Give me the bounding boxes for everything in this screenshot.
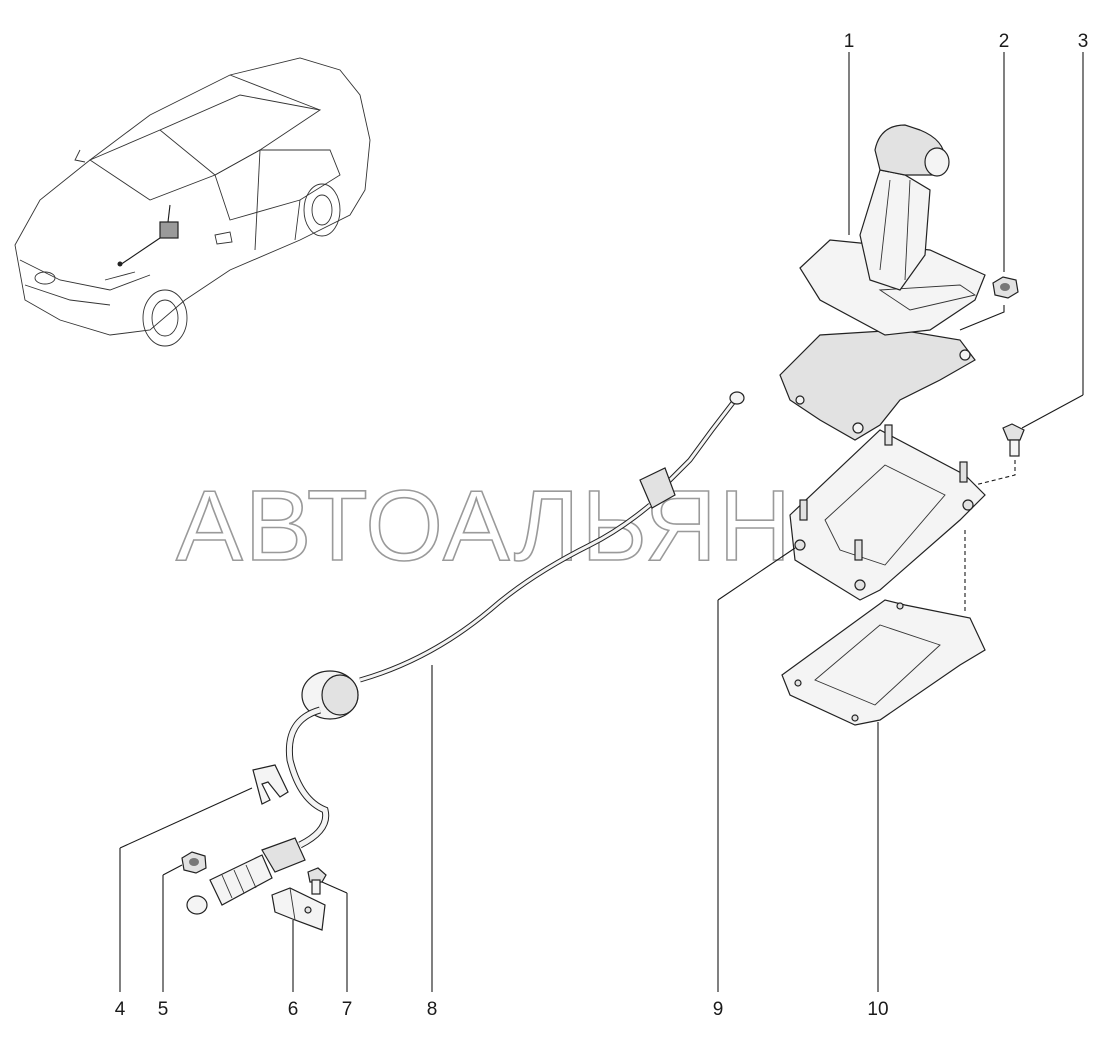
leader-lines — [119, 52, 1084, 992]
callout-3: 3 — [1078, 31, 1089, 52]
part-10-gasket — [781, 599, 986, 726]
callout-4: 4 — [115, 999, 126, 1020]
callout-labels: 1 2 3 4 5 6 7 8 9 10 — [115, 31, 1089, 1020]
callout-7: 7 — [342, 999, 353, 1020]
part-4-clip — [252, 764, 289, 805]
callout-10: 10 — [867, 999, 888, 1020]
callout-5: 5 — [158, 999, 169, 1020]
part-8-shift-cable — [186, 391, 745, 915]
part-3-bolt — [1002, 423, 1025, 457]
callout-1: 1 — [844, 31, 855, 52]
callout-6: 6 — [288, 999, 299, 1020]
callout-8: 8 — [427, 999, 438, 1020]
car-illustration — [14, 57, 371, 347]
part-1-gear-selector — [779, 124, 986, 441]
part-7-bolt — [307, 867, 327, 895]
part-5-nut — [181, 851, 207, 874]
part-9-mounting-plate — [789, 424, 986, 601]
callout-2: 2 — [999, 31, 1010, 52]
callout-9: 9 — [713, 999, 724, 1020]
watermark-text: АВТОАЛЬЯНС — [176, 470, 867, 582]
part-2-nut — [992, 276, 1019, 299]
shifter-location-marker — [159, 221, 179, 239]
part-6-bracket — [271, 887, 326, 931]
